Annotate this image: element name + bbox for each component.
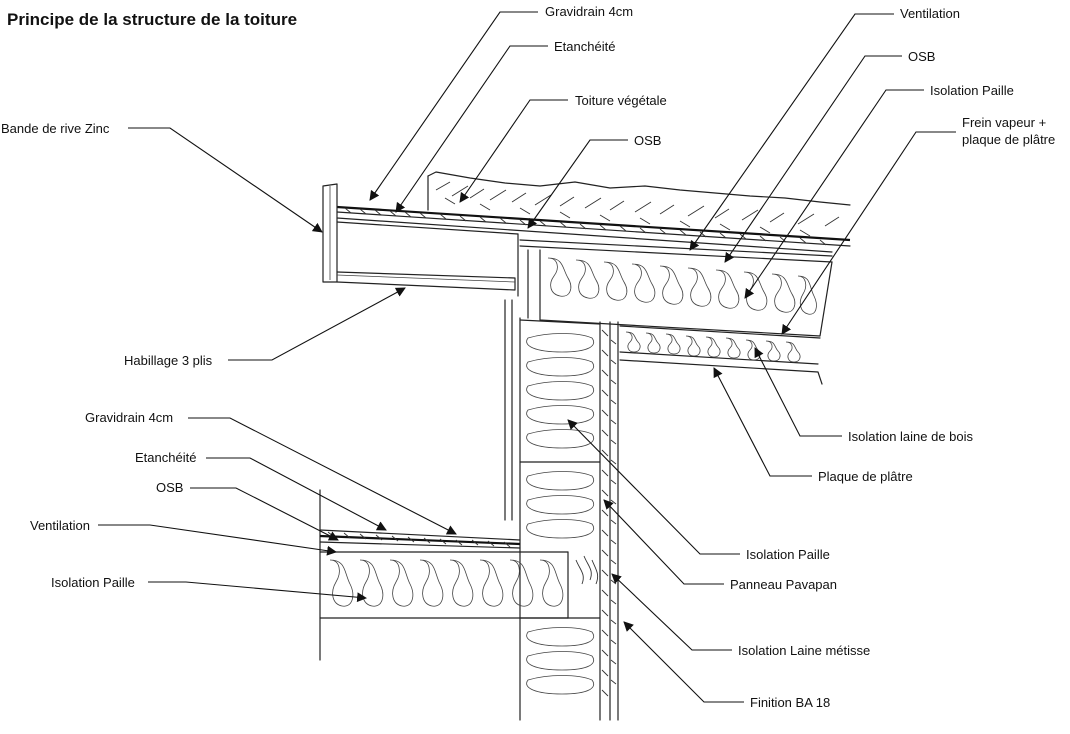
section-drawing — [319, 171, 851, 721]
label-frein-vapeur-line1: Frein vapeur + — [962, 115, 1046, 130]
leader-lines — [98, 11, 956, 703]
label-ventilation-right: Ventilation — [900, 6, 960, 21]
label-etancheite-low: Etanchéité — [135, 450, 196, 465]
label-plaque-platre: Plaque de plâtre — [818, 469, 913, 484]
label-habillage: Habillage 3 plis — [124, 353, 213, 368]
label-isolation-paille-wall: Isolation Paille — [746, 547, 830, 562]
label-osb-top: OSB — [634, 133, 661, 148]
label-osb-low: OSB — [156, 480, 183, 495]
label-finition-ba18: Finition BA 18 — [750, 695, 830, 710]
label-isolation-laine-metisse: Isolation Laine métisse — [738, 643, 870, 658]
label-ventilation-low: Ventilation — [30, 518, 90, 533]
label-bande-rive: Bande de rive Zinc — [1, 121, 110, 136]
diagram-title: Principe de la structure de la toiture — [7, 10, 297, 29]
labels: Gravidrain 4cm Etanchéité Toiture végéta… — [1, 4, 1055, 710]
label-isolation-paille-low: Isolation Paille — [51, 575, 135, 590]
label-frein-vapeur-line2: plaque de plâtre — [962, 132, 1055, 147]
label-gravidrain-top: Gravidrain 4cm — [545, 4, 633, 19]
label-osb-right: OSB — [908, 49, 935, 64]
label-toiture-vegetale: Toiture végétale — [575, 93, 667, 108]
label-etancheite-top: Etanchéité — [554, 39, 615, 54]
label-gravidrain-low: Gravidrain 4cm — [85, 410, 173, 425]
label-isolation-paille-right: Isolation Paille — [930, 83, 1014, 98]
label-panneau-pavapan: Panneau Pavapan — [730, 577, 837, 592]
label-isolation-laine-bois: Isolation laine de bois — [848, 429, 974, 444]
